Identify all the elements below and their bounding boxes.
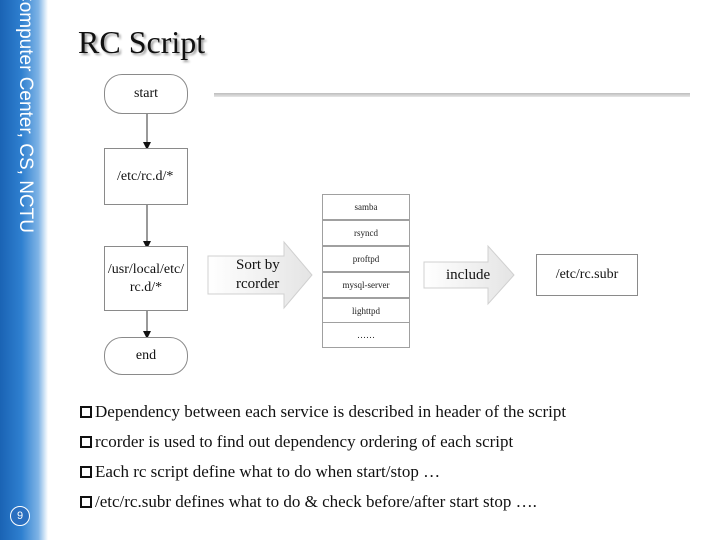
flow-node-rcd: /etc/rc.d/*: [104, 148, 188, 205]
sidebar: Computer Center, CS, NCTU 9: [0, 0, 48, 540]
bullet-square-icon: [80, 436, 92, 448]
bullet-text: rcorder is used to find out dependency o…: [95, 432, 514, 451]
flow-node-start: start: [104, 74, 188, 114]
bullet-text: /etc/rc.subr defines what to do & check …: [95, 492, 537, 511]
sort-label-line2: rcorder: [236, 276, 280, 292]
include-arrow-shape: [423, 244, 515, 306]
service-item: mysql-server: [322, 272, 410, 298]
bullet-text: Dependency between each service is descr…: [95, 402, 567, 421]
sort-arrow-shape: [207, 240, 313, 310]
bullet-item: /etc/rc.subr defines what to do & check …: [80, 487, 700, 517]
bullet-item: rcorder is used to find out dependency o…: [80, 427, 700, 457]
sidebar-org-text: Computer Center, CS, NCTU: [15, 0, 34, 233]
sort-label-line1: Sort by: [236, 257, 280, 273]
rc-subr-box: /etc/rc.subr: [536, 254, 638, 296]
slide-title: RC Script: [78, 24, 206, 60]
bullet-square-icon: [80, 466, 92, 478]
service-item: ……: [322, 322, 410, 348]
flow-node-local-rcd-line1: /usr/local/etc/: [107, 261, 185, 277]
flow-node-end: end: [104, 337, 188, 375]
sort-label: Sort by rcorder: [236, 256, 280, 294]
title-underline: [214, 93, 690, 97]
bullet-item: Dependency between each service is descr…: [80, 397, 700, 427]
flow-node-local-rcd: /usr/local/etc/ rc.d/*: [104, 246, 188, 311]
bullet-text: Each rc script define what to do when st…: [95, 462, 441, 481]
bullet-item: Each rc script define what to do when st…: [80, 457, 700, 487]
service-item: rsyncd: [322, 220, 410, 246]
bullet-square-icon: [80, 406, 92, 418]
service-item: lighttpd: [322, 298, 410, 324]
flow-node-local-rcd-line2: rc.d/*: [129, 279, 163, 295]
page-number: 9: [10, 506, 30, 526]
include-label: include: [446, 267, 491, 283]
bullet-square-icon: [80, 496, 92, 508]
bullet-list: Dependency between each service is descr…: [80, 397, 700, 517]
service-item: samba: [322, 194, 410, 220]
service-item: proftpd: [322, 246, 410, 272]
